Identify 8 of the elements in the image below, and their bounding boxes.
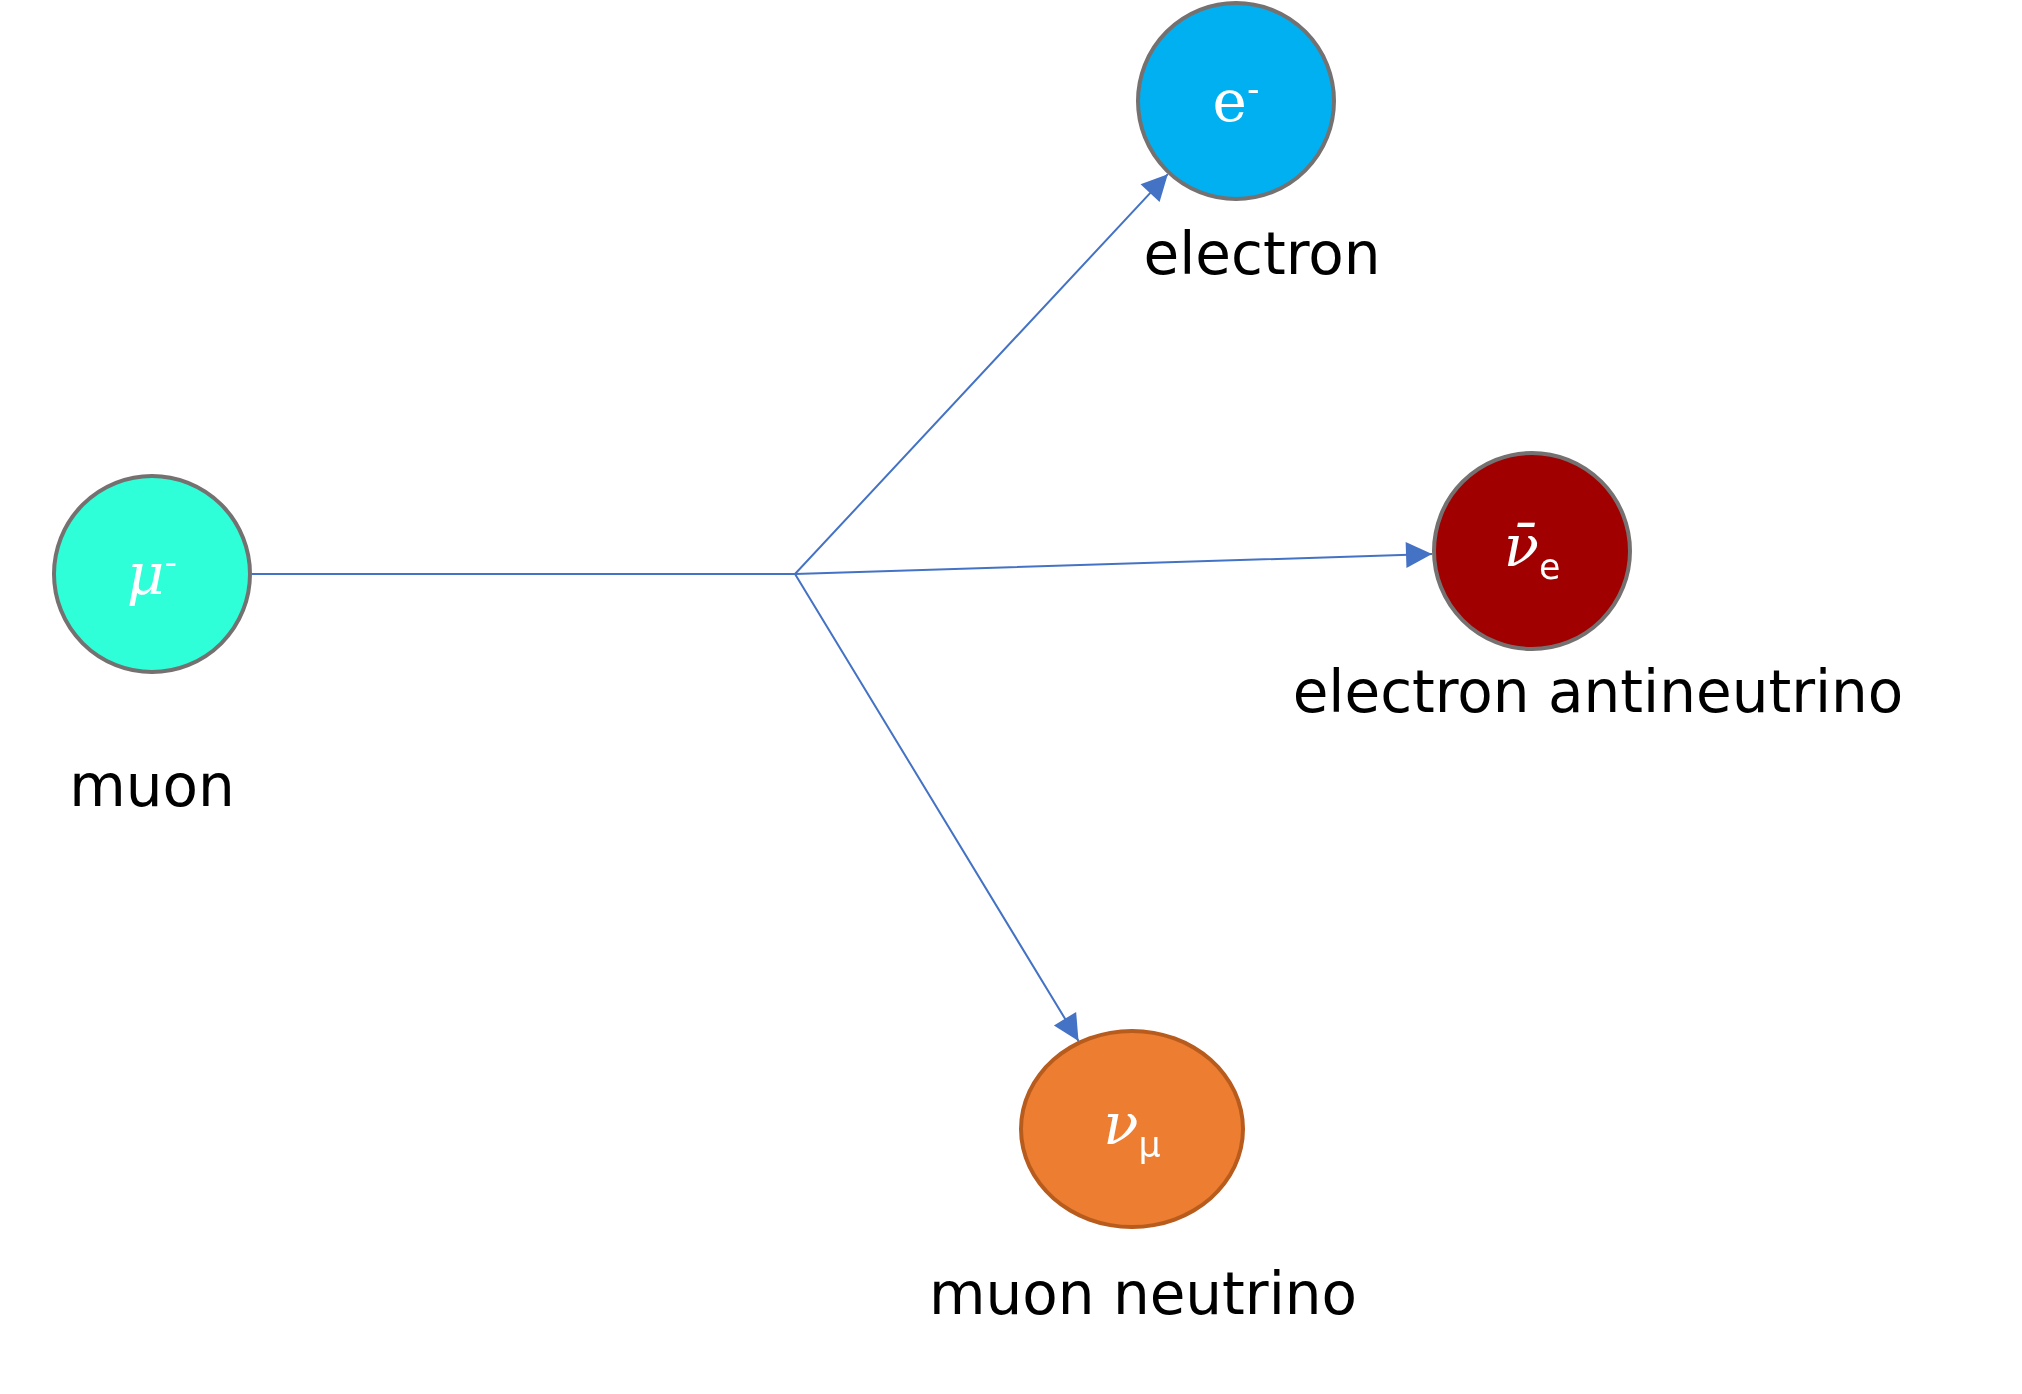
particle-symbol: ν$_{μ}$	[1103, 1095, 1161, 1163]
particle-symbol: e$^{-}$	[1212, 71, 1260, 131]
particle-symbol: μ$^{-}$	[126, 544, 178, 604]
particle-name: muon	[69, 752, 235, 822]
particle-name: muon neutrino	[928, 1260, 1358, 1330]
particle-symbol: ν̄$_{e}$	[1503, 517, 1561, 585]
particle-name: electron antineutrino	[1292, 658, 1904, 728]
particle-name: electron	[1143, 220, 1381, 290]
